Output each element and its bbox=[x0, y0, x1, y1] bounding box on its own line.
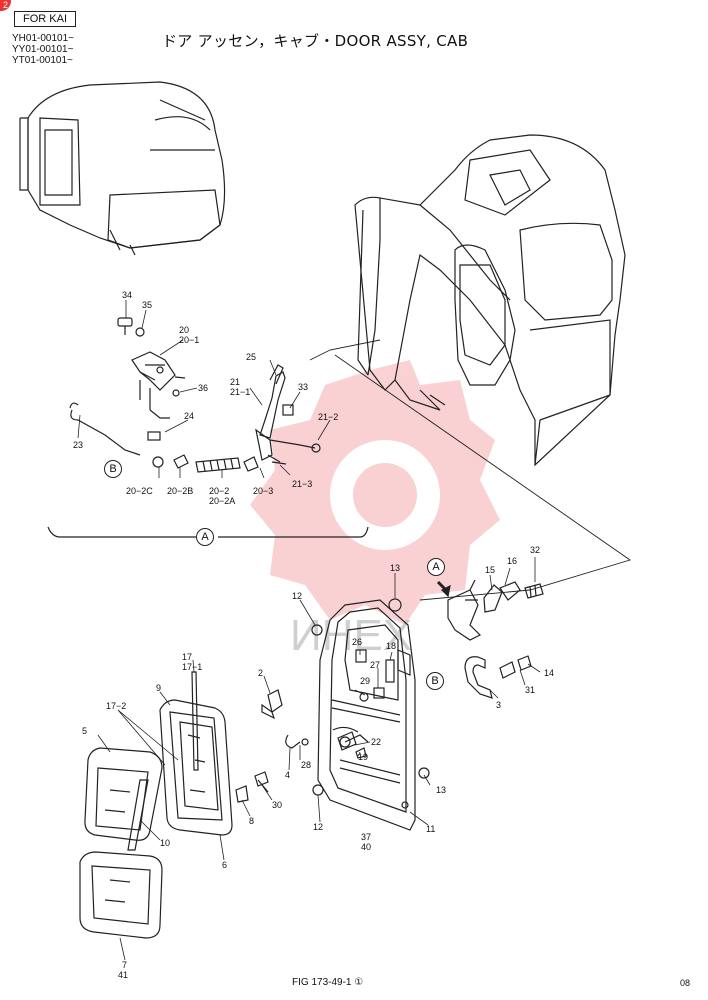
part-label-7: 7 bbox=[122, 960, 128, 970]
part-label-20-2a: 20−2A bbox=[209, 496, 236, 506]
part-label-20-1: 20−1 bbox=[179, 335, 200, 345]
serial-3: YT01-00101~ bbox=[12, 55, 73, 66]
leader-lines bbox=[309, 339, 632, 601]
part-label-29: 29 bbox=[360, 676, 371, 686]
part-label-13-top: 13 bbox=[390, 563, 401, 573]
part-label-3: 3 bbox=[496, 700, 502, 710]
callout-a-circle-right: A bbox=[427, 558, 445, 576]
part-label-12-bottom: 12 bbox=[313, 822, 324, 832]
part-label-8: 8 bbox=[249, 816, 255, 826]
latch-assembly bbox=[436, 579, 544, 641]
callout-a-circle: A bbox=[196, 528, 214, 546]
part-label-25: 25 bbox=[246, 352, 257, 362]
part-label-23: 23 bbox=[73, 440, 84, 450]
part-label-6: 6 bbox=[222, 860, 228, 870]
door-small-parts bbox=[261, 689, 367, 759]
part-label-26: 26 bbox=[352, 637, 363, 647]
model-tag: FOR KAI bbox=[14, 11, 77, 27]
part-label-27: 27 bbox=[370, 660, 381, 670]
part-label-32: 32 bbox=[530, 545, 541, 555]
part-label-21: 21 bbox=[230, 377, 241, 387]
page-number: 08 bbox=[680, 978, 691, 988]
part-label-18: 18 bbox=[386, 641, 397, 651]
part-label-35: 35 bbox=[142, 300, 153, 310]
page-title: ドア アッセン，キャブ・DOOR ASSY, CAB bbox=[162, 32, 469, 50]
part-label-21-3: 21−3 bbox=[292, 479, 313, 489]
watermark-text: ИНЕХ bbox=[290, 611, 412, 660]
part-label-20-2b: 20−2B bbox=[167, 486, 194, 496]
part-label-31: 31 bbox=[525, 685, 536, 695]
part-label-13-bottom: 13 bbox=[436, 785, 447, 795]
callout-b-circle-left: B bbox=[104, 460, 122, 478]
part-label-16: 16 bbox=[507, 556, 518, 566]
part-label-20: 20 bbox=[179, 325, 190, 335]
part-label-17-1: 17−1 bbox=[182, 662, 203, 672]
serial-1: YH01-00101~ bbox=[12, 33, 74, 44]
part-label-12-top: 12 bbox=[292, 591, 303, 601]
callout-b-circle-right: B bbox=[426, 672, 444, 690]
part-label-34: 34 bbox=[122, 290, 133, 300]
door-frame bbox=[311, 598, 430, 831]
part-label-21-2: 21−2 bbox=[318, 412, 339, 422]
part-label-21-1: 21−1 bbox=[230, 387, 251, 397]
part-label-10: 10 bbox=[160, 838, 171, 848]
part-label-22: 22 bbox=[371, 737, 382, 747]
part-label-19: 19 bbox=[358, 752, 369, 762]
part-label-17-2: 17−2 bbox=[106, 701, 127, 711]
part-label-33: 33 bbox=[298, 382, 309, 392]
label-leaders bbox=[77, 300, 541, 961]
part-label-40: 40 bbox=[361, 842, 372, 852]
part-label-15: 15 bbox=[485, 565, 496, 575]
part-label-14: 14 bbox=[544, 668, 555, 678]
grab-handle bbox=[464, 655, 532, 699]
window-glass bbox=[79, 671, 269, 939]
part-label-2: 2 bbox=[258, 668, 264, 678]
part-label-20-2c: 20−2C bbox=[126, 486, 153, 496]
watermark-gear bbox=[250, 360, 500, 625]
corner-badge: 2 bbox=[0, 0, 11, 11]
part-label-24: 24 bbox=[184, 411, 195, 421]
serial-2: YY01-00101~ bbox=[12, 44, 74, 55]
part-label-9: 9 bbox=[156, 683, 162, 693]
serial-list: YH01-00101~ YY01-00101~ YT01-00101~ bbox=[12, 33, 74, 66]
part-label-20-3: 20−3 bbox=[253, 486, 274, 496]
part-label-4: 4 bbox=[285, 770, 291, 780]
part-label-20-2: 20−2 bbox=[209, 486, 230, 496]
part-label-36: 36 bbox=[198, 383, 209, 393]
part-label-41: 41 bbox=[118, 970, 129, 980]
part-label-11: 11 bbox=[426, 824, 436, 834]
callout-bracket bbox=[47, 526, 369, 538]
cab-body bbox=[354, 134, 626, 467]
machine-overview bbox=[19, 81, 226, 256]
part-label-5: 5 bbox=[82, 726, 88, 736]
part-label-28: 28 bbox=[301, 760, 312, 770]
figure-number: FIG 173-49-1 ① bbox=[292, 977, 364, 988]
part-label-17: 17 bbox=[182, 652, 193, 662]
lock-mechanism bbox=[69, 317, 321, 473]
part-label-30: 30 bbox=[272, 800, 283, 810]
part-label-37: 37 bbox=[361, 832, 372, 842]
